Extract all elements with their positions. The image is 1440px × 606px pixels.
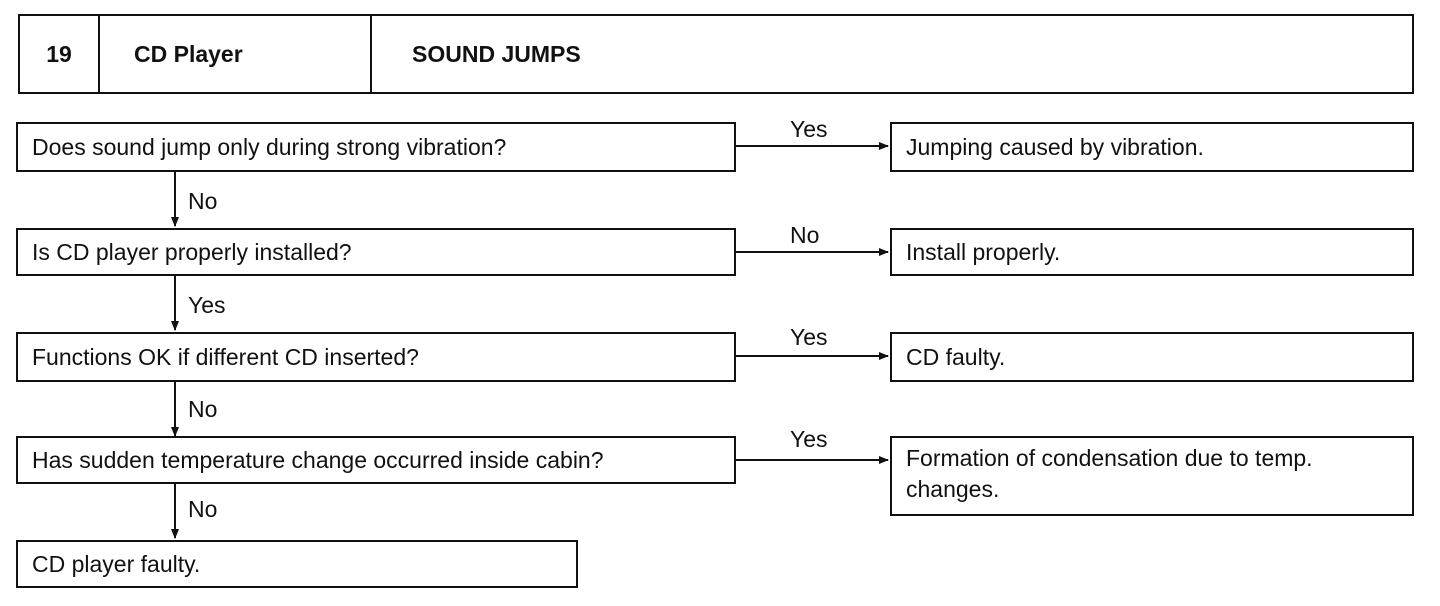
question-box-4: Has sudden temperature change occurred i… — [16, 436, 736, 484]
header-table: 19 CD Player SOUND JUMPS — [18, 14, 1414, 94]
final-result-box: CD player faulty. — [16, 540, 578, 588]
question-box-3: Functions OK if different CD inserted? — [16, 332, 736, 382]
question-text-2: Is CD player properly installed? — [32, 238, 352, 265]
next-label-1: No — [188, 188, 218, 214]
result-text-2: Install properly. — [906, 238, 1061, 265]
question-box-2: Is CD player properly installed? — [16, 228, 736, 276]
result-text-3: CD faulty. — [906, 343, 1006, 370]
header-number: 19 — [20, 16, 100, 92]
result-text-4: Formation of condensation due to temp. c… — [906, 445, 1313, 502]
result-box-2: Install properly. — [890, 228, 1414, 276]
result-box-4: Formation of condensation due to temp. c… — [890, 436, 1414, 516]
question-text-4: Has sudden temperature change occurred i… — [32, 446, 604, 473]
branch-label-4: Yes — [790, 426, 828, 452]
branch-label-3: Yes — [790, 324, 828, 350]
result-text-1: Jumping caused by vibration. — [906, 133, 1204, 160]
question-text-3: Functions OK if different CD inserted? — [32, 343, 419, 370]
header-symptom: SOUND JUMPS — [412, 40, 581, 67]
question-text-1: Does sound jump only during strong vibra… — [32, 133, 507, 160]
question-box-1: Does sound jump only during strong vibra… — [16, 122, 736, 172]
result-box-1: Jumping caused by vibration. — [890, 122, 1414, 172]
result-box-3: CD faulty. — [890, 332, 1414, 382]
branch-label-1: Yes — [790, 116, 828, 142]
next-label-3: No — [188, 396, 218, 422]
branch-label-2: No — [790, 222, 820, 248]
header-component: CD Player — [100, 16, 372, 92]
next-label-4: No — [188, 496, 218, 522]
final-result-text: CD player faulty. — [32, 550, 201, 577]
next-label-2: Yes — [188, 292, 226, 318]
